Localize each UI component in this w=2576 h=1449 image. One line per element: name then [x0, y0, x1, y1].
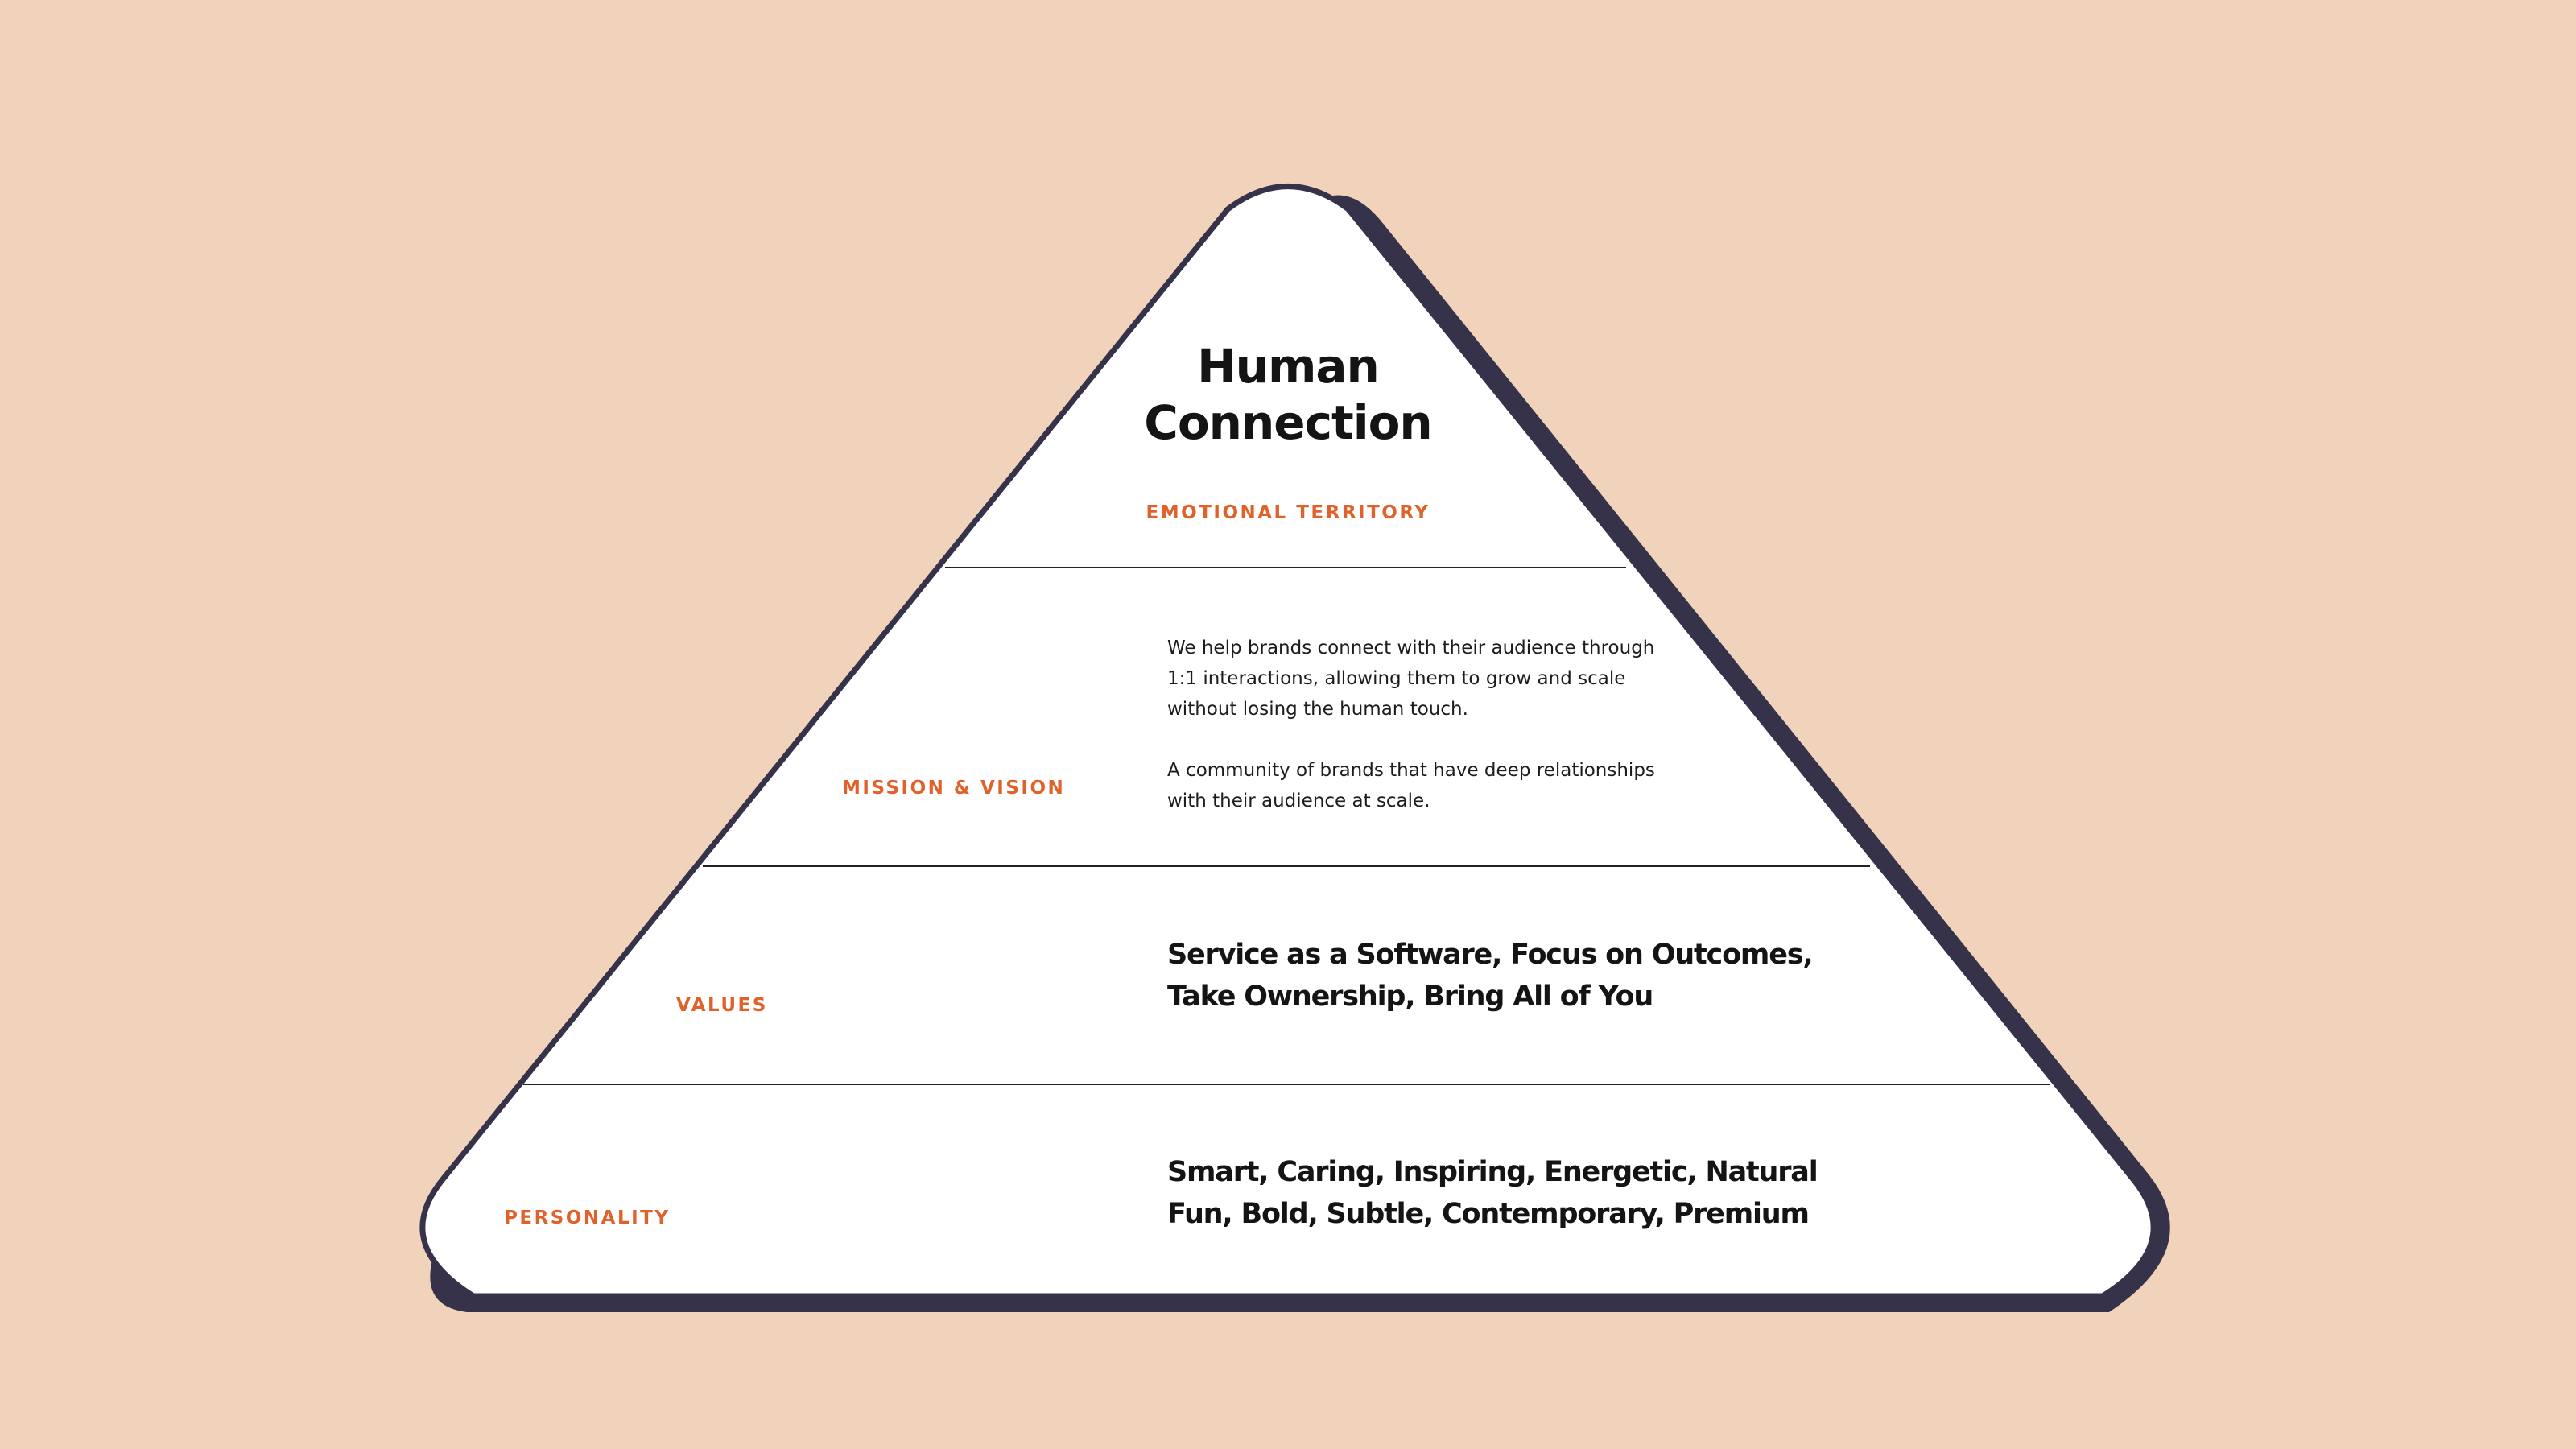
values-line-1: Service as a Software, Focus on Outcomes… [1167, 939, 1814, 971]
pyramid-apex-title: Human Connection [1127, 338, 1449, 451]
tier-label-values: VALUES [676, 995, 768, 1016]
vision-statement: A community of brands that have deep rel… [1167, 760, 1655, 811]
personality-line-2: Fun, Bold, Subtle, Contemporary, Premium [1167, 1198, 1810, 1230]
tier-label-personality: PERSONALITY [504, 1208, 671, 1228]
tier-label-emotional-territory: EMOTIONAL TERRITORY [1146, 502, 1430, 523]
mission-statement: We help brands connect with their audien… [1167, 638, 1655, 720]
values-list: Service as a Software, Focus on Outcomes… [1167, 934, 1814, 1018]
title-line-2: Connection [1144, 395, 1432, 450]
personality-list: Smart, Caring, Inspiring, Energetic, Nat… [1167, 1151, 1818, 1235]
values-line-2: Take Ownership, Bring All of You [1167, 980, 1653, 1013]
title-line-1: Human [1197, 339, 1380, 394]
pyramid-shape [419, 184, 2157, 1299]
personality-line-1: Smart, Caring, Inspiring, Energetic, Nat… [1167, 1156, 1818, 1188]
tier-label-mission-vision: MISSION & VISION [842, 778, 1066, 799]
